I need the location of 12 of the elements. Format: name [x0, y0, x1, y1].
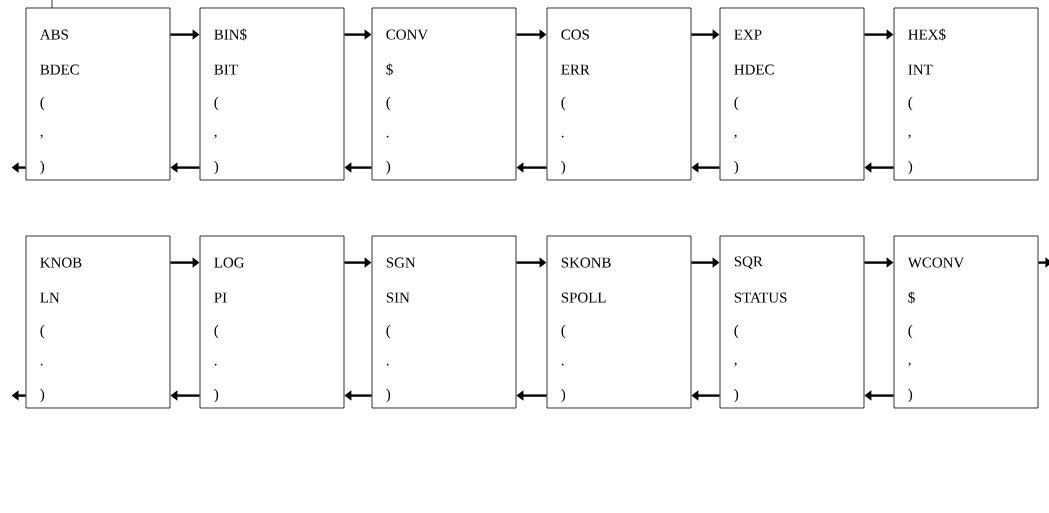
- key-box: LOG PI ( . ): [199, 235, 345, 409]
- key-box: HEX$ INT ( , ): [893, 7, 1039, 181]
- key-box: WCONV $ ( , ): [893, 235, 1039, 409]
- key-box: COS ERR ( . ): [546, 7, 692, 181]
- key-box: SGN SIN ( . ): [371, 235, 517, 409]
- key-box: EXP HDEC ( , ): [719, 7, 865, 181]
- key-box: BIN$ BIT ( , ): [199, 7, 345, 181]
- key-box: SQR STATUS ( , ): [719, 235, 865, 409]
- key-box: SKONB SPOLL ( . ): [546, 235, 692, 409]
- key-box: CONV $ ( . ): [371, 7, 517, 181]
- key-box: ABS BDEC ( , ): [25, 7, 171, 181]
- key-box: KNOB LN ( . ): [25, 235, 171, 409]
